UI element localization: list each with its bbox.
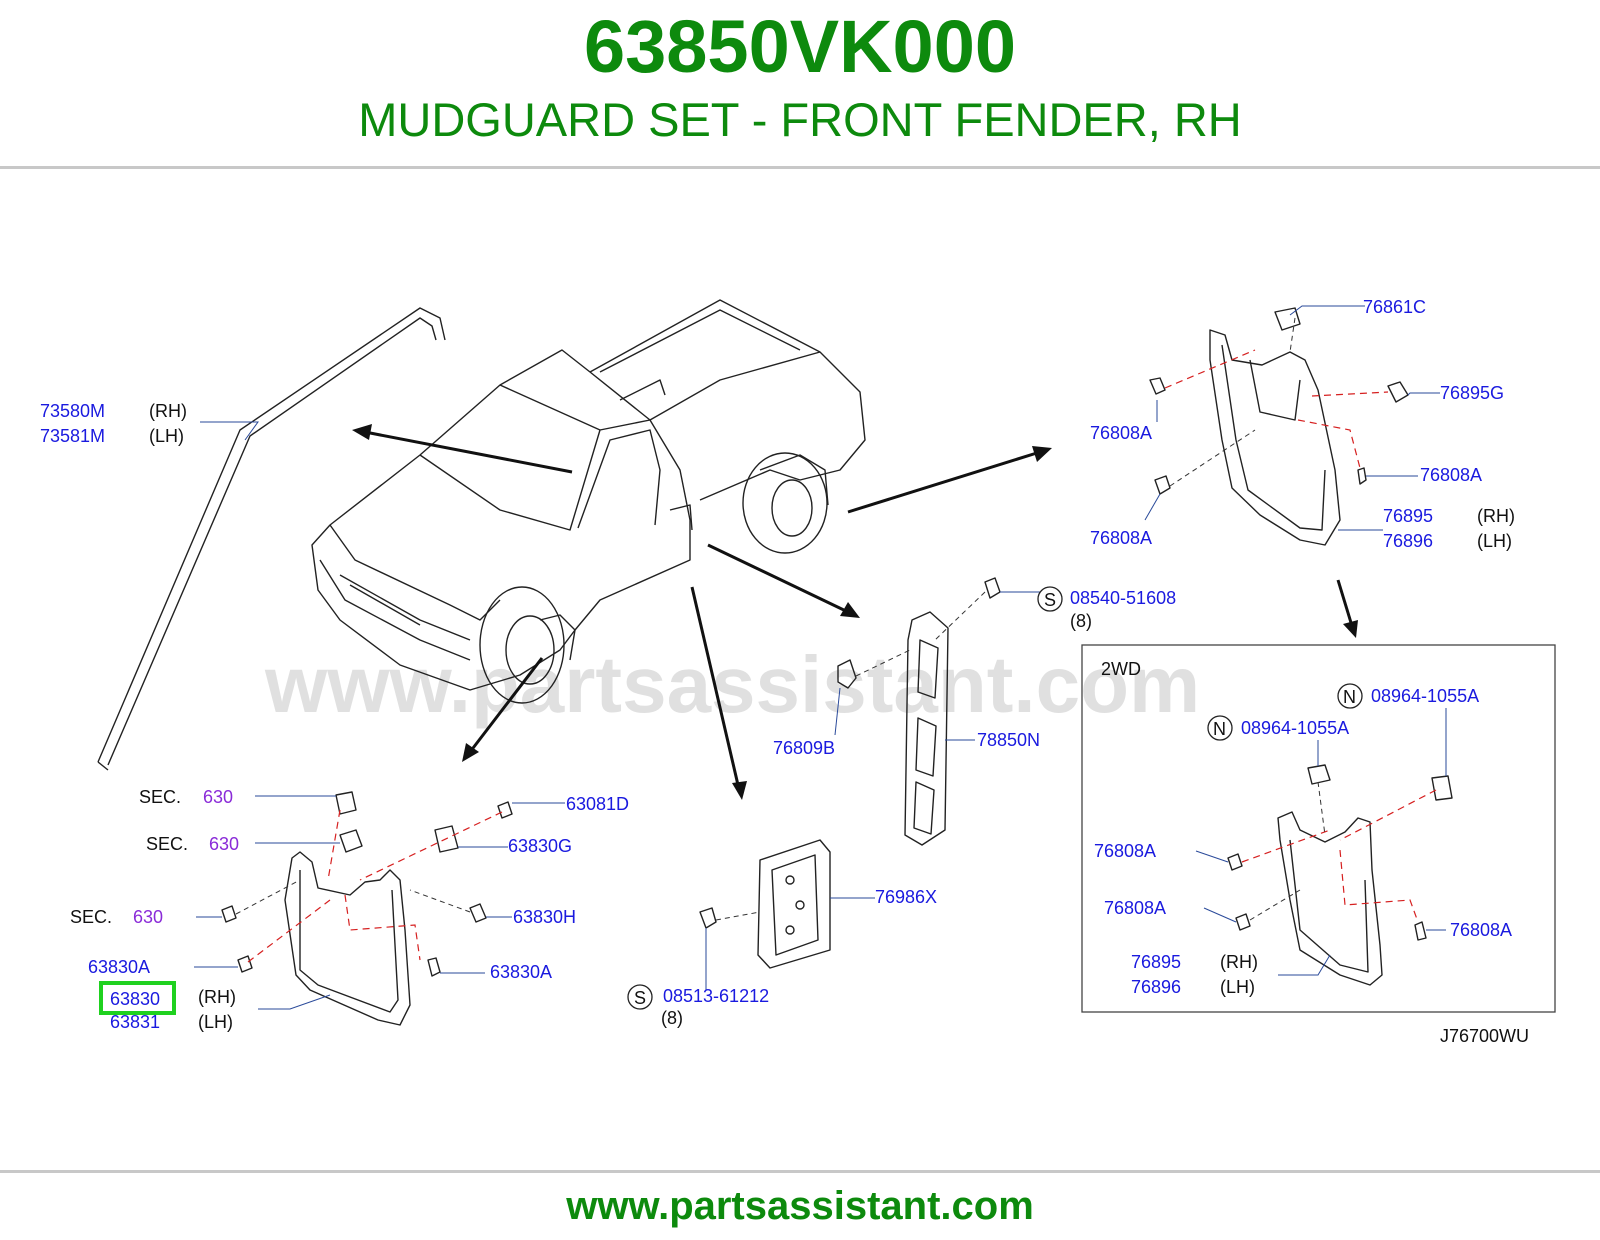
2wd-inset-box [1081,644,1556,1013]
label-rh: (RH) [1477,506,1515,526]
label-73581M[interactable]: 73581M [40,426,105,446]
sill-protector-group [837,577,1001,846]
mudguard-2wd-group [1227,764,1453,986]
part-number-title: 63850VK000 [583,5,1017,88]
label-2wd: 2WD [1101,659,1141,679]
diagram-code: J76700WU [1440,1026,1529,1046]
n-circle-marker [1337,683,1363,709]
label-76861C[interactable]: 76861C [1363,297,1426,317]
s-circle-marker [1037,586,1063,612]
mudguard-rear-group [1149,307,1409,546]
label-08964-1055A[interactable]: 08964-1055A [1241,718,1349,738]
marker-n: N [1213,719,1226,739]
label-76808A[interactable]: 76808A [1090,423,1152,443]
label-76895[interactable]: 76895 [1383,506,1433,526]
mudguard-front-group [221,791,513,1026]
marker-n: N [1343,687,1356,707]
label-sec-630[interactable]: 630 [133,907,163,927]
label-sec: SEC. [139,787,181,807]
marker-s: S [1044,590,1056,610]
label-08540-51608[interactable]: 08540-51608 [1070,588,1176,608]
label-63830H[interactable]: 63830H [513,907,576,927]
label-78850N[interactable]: 78850N [977,730,1040,750]
label-76808A[interactable]: 76808A [1104,898,1166,918]
label-73580M[interactable]: 73580M [40,401,105,421]
n-circle-marker [1207,715,1233,741]
label-76895G[interactable]: 76895G [1440,383,1504,403]
label-lh: (LH) [149,426,184,446]
label-76896[interactable]: 76896 [1131,977,1181,997]
label-76808A[interactable]: 76808A [1090,528,1152,548]
truck-illustration [311,299,866,704]
label-76986X[interactable]: 76986X [875,887,937,907]
header-divider [0,166,1600,169]
footer-url[interactable]: www.partsassistant.com [566,1184,1034,1228]
label-qty: (8) [661,1008,683,1028]
label-08513-61212[interactable]: 08513-61212 [663,986,769,1006]
label-sec: SEC. [146,834,188,854]
label-63830-highlighted[interactable]: 63830 [110,989,160,1009]
label-rh: (RH) [198,987,236,1007]
label-rh: (RH) [1220,952,1258,972]
label-rh: (RH) [149,401,187,421]
label-76808A[interactable]: 76808A [1094,841,1156,861]
label-63830A[interactable]: 63830A [88,957,150,977]
splash-plate-group [699,839,831,969]
label-sec-630[interactable]: 630 [209,834,239,854]
label-63081D[interactable]: 63081D [566,794,629,814]
label-76808A[interactable]: 76808A [1450,920,1512,940]
label-63831[interactable]: 63831 [110,1012,160,1032]
watermark: www.partsassistant.com [264,640,1200,729]
leader-lines [194,305,1447,1010]
footer-divider [0,1170,1600,1173]
label-lh: (LH) [198,1012,233,1032]
label-76809B[interactable]: 76809B [773,738,835,758]
parts-diagram: www.partsassistant.com [40,297,1556,1046]
part-name-subtitle: MUDGUARD SET - FRONT FENDER, RH [358,93,1242,146]
label-qty: (8) [1070,611,1092,631]
part-labels: 73580M (RH) 73581M (LH) 76861C 76895G 76… [40,297,1529,1046]
label-08964-1055A[interactable]: 08964-1055A [1371,686,1479,706]
label-63830G[interactable]: 63830G [508,836,572,856]
highlight-box [99,981,176,1015]
label-76896[interactable]: 76896 [1383,531,1433,551]
label-76808A[interactable]: 76808A [1420,465,1482,485]
label-63830A[interactable]: 63830A [490,962,552,982]
label-sec-630[interactable]: 630 [203,787,233,807]
label-lh: (LH) [1477,531,1512,551]
label-sec: SEC. [70,907,112,927]
direction-arrows [352,424,1358,800]
label-lh: (LH) [1220,977,1255,997]
label-76895[interactable]: 76895 [1131,952,1181,972]
window-moulding-part [97,307,446,771]
s-circle-marker [627,984,653,1010]
marker-s: S [634,988,646,1008]
